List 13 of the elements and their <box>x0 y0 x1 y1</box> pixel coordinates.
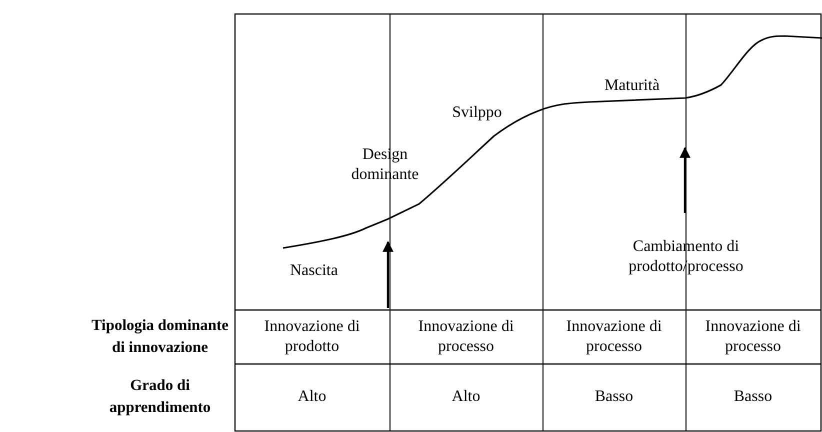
table-text: Innovazione di processo <box>704 317 802 357</box>
table-text: Alto <box>450 387 482 407</box>
table-text: Innovazione di prodotto <box>263 317 361 357</box>
table-text: Innovazione di processo <box>417 317 515 357</box>
table-text: Basso <box>732 387 774 407</box>
table-text: Innovazione di processo <box>565 317 663 357</box>
row-header: Grado di apprendimento <box>108 376 212 418</box>
stage-label: Nascita <box>289 261 339 281</box>
stage-label: Maturità <box>603 76 661 96</box>
stage-label: Svilppo <box>451 103 503 123</box>
table-text: Basso <box>594 387 634 407</box>
table-text: Alto <box>296 387 328 407</box>
row-header: Tipologia dominante di innovazione <box>90 316 230 358</box>
